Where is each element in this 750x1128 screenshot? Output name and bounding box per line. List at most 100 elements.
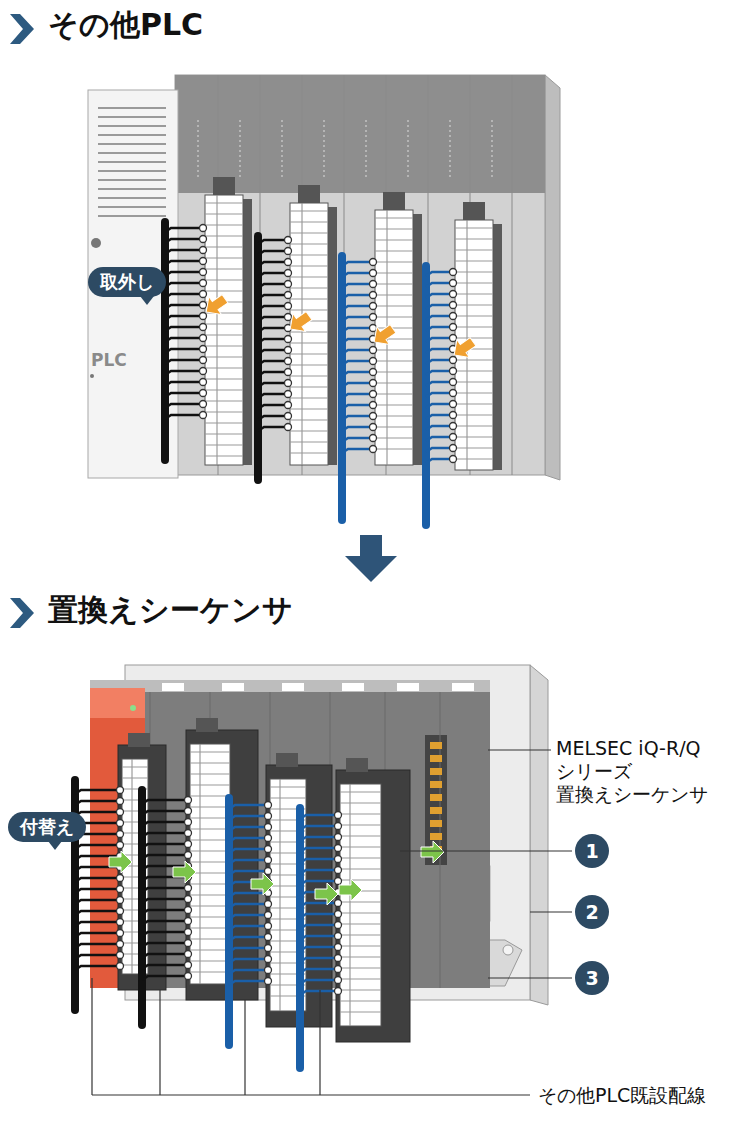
down-arrow [345, 535, 397, 582]
plate-side [530, 665, 548, 1005]
block-cap [276, 753, 298, 767]
crimp-lug [335, 922, 342, 929]
crimp-lug [185, 852, 192, 859]
block-side [328, 207, 337, 465]
transfer-arrow [421, 841, 444, 863]
terminal-row [122, 778, 148, 779]
block-side [243, 199, 252, 465]
wire [75, 944, 118, 948]
callout-circle [575, 961, 609, 995]
crimp-lug [285, 303, 292, 310]
wire [142, 822, 186, 826]
crimp-lug [117, 820, 124, 827]
crimp-lug [370, 391, 377, 398]
wire [258, 284, 286, 288]
wire [142, 844, 186, 848]
wire [258, 273, 286, 277]
crimp-lug [265, 835, 272, 842]
wire [300, 947, 336, 951]
wire [426, 426, 451, 430]
section-heading: 置換えシーケンサ [48, 592, 293, 628]
crimp-lug [450, 313, 457, 320]
wire [165, 272, 201, 276]
crimp-lug [200, 258, 207, 265]
crimp-lug [117, 886, 124, 893]
module-led-row [323, 120, 325, 180]
terminal-row [190, 763, 230, 764]
rack-body [175, 75, 545, 475]
crimp-lug [200, 302, 207, 309]
terminal-column [302, 203, 303, 465]
adapter-pin [430, 781, 442, 788]
crimp-lug [265, 901, 272, 908]
terminal-row [375, 262, 413, 263]
wire-bundle [338, 256, 346, 520]
crimp-lug [265, 923, 272, 930]
terminal-row [340, 924, 381, 925]
crimp-lug [200, 280, 207, 287]
wire [342, 284, 371, 288]
terminal-row [205, 357, 243, 358]
wire [229, 893, 266, 897]
terminal-row [375, 361, 413, 362]
terminal-row [205, 324, 243, 325]
wire [165, 382, 201, 386]
wire [75, 966, 118, 970]
terminal-row [455, 228, 493, 229]
crimp-lug [335, 845, 342, 852]
module-led-row [197, 120, 199, 180]
block-cap [346, 758, 368, 772]
crimp-lug [335, 966, 342, 973]
terminal-row [290, 343, 328, 344]
wire [258, 427, 286, 431]
transfer-arrow [173, 861, 196, 883]
terminal-column [200, 744, 201, 984]
crimp-lug [370, 358, 377, 365]
wire [426, 272, 451, 276]
wire [258, 383, 286, 387]
terminal-row [190, 851, 230, 852]
block-cap [196, 718, 218, 732]
terminal-row [290, 332, 328, 333]
terminal-row [290, 398, 328, 399]
crimp-lug [185, 918, 192, 925]
terminal-row [205, 269, 243, 270]
crimp-lug [200, 401, 207, 408]
crimp-lug [450, 401, 457, 408]
terminal-row [455, 415, 493, 416]
bracket-line [319, 990, 320, 1095]
crimp-lug [335, 812, 342, 819]
wire [142, 833, 186, 837]
crimp-lug [370, 380, 377, 387]
wire [300, 881, 336, 885]
terminal-row [455, 305, 493, 306]
adapter-pin [430, 768, 442, 775]
terminal-block [205, 195, 243, 465]
wire [229, 970, 266, 974]
terminal-row [455, 294, 493, 295]
wire [142, 932, 186, 936]
crimp-lug [185, 962, 192, 969]
terminal-row [205, 412, 243, 413]
wire [342, 350, 371, 354]
wire [426, 316, 451, 320]
crimp-lug [185, 885, 192, 892]
terminal-row [375, 295, 413, 296]
crimp-lug [265, 945, 272, 952]
terminal-row [340, 825, 381, 826]
module-led-row [365, 120, 367, 180]
crimp-lug [285, 248, 292, 255]
terminal-row [205, 247, 243, 248]
vent-slot [98, 107, 166, 109]
wire [75, 955, 118, 959]
terminal-row [205, 445, 243, 446]
new-plc [75, 665, 548, 1068]
crimp-lug [265, 967, 272, 974]
terminal-row [455, 393, 493, 394]
callout-number: 2 [585, 901, 598, 924]
terminal-row [190, 818, 230, 819]
wire [142, 965, 186, 969]
vent-slot [98, 170, 166, 172]
wire [342, 262, 371, 266]
